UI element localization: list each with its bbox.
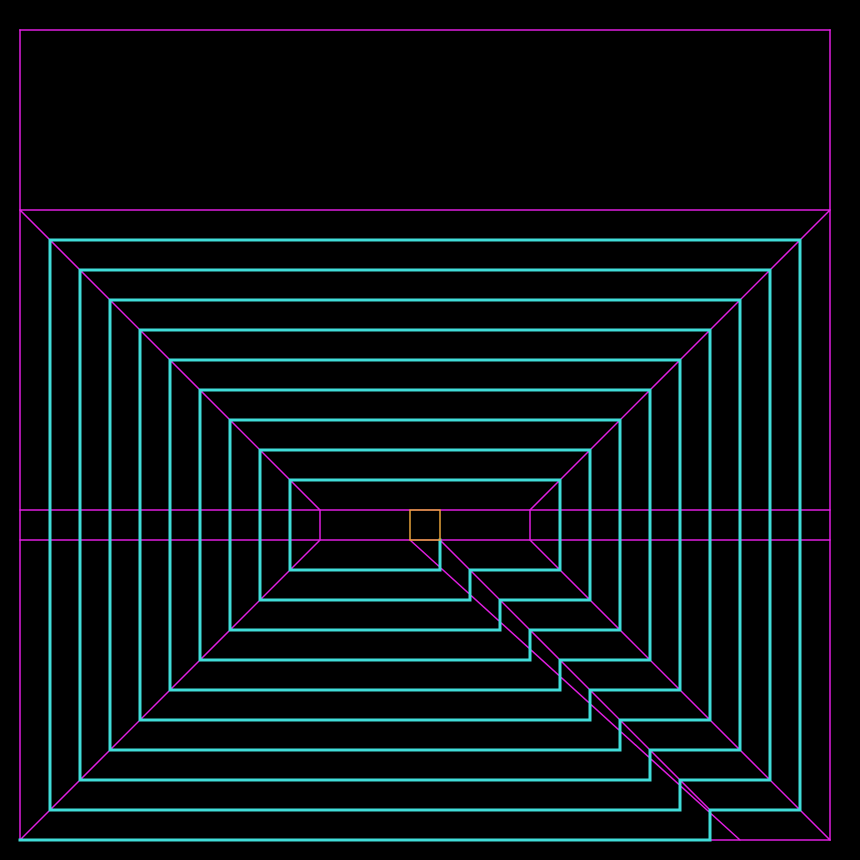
maze-walls — [18, 238, 802, 842]
player-marker — [409, 509, 441, 541]
maze-wall-ring — [228, 418, 622, 632]
grid-diagonal — [408, 538, 742, 842]
maze-wall-ring — [48, 238, 802, 812]
grid-diagonal — [438, 538, 712, 812]
player-position-marker — [409, 509, 441, 541]
maze-wall-ring — [108, 298, 742, 752]
maze-wall-ring — [258, 448, 592, 602]
maze-wall-ring — [78, 268, 772, 782]
maze-wall-ring — [288, 478, 562, 572]
maze-wall-ring — [168, 358, 682, 692]
maze-wall-ring — [138, 328, 712, 722]
maze-wall-ring — [198, 388, 652, 662]
